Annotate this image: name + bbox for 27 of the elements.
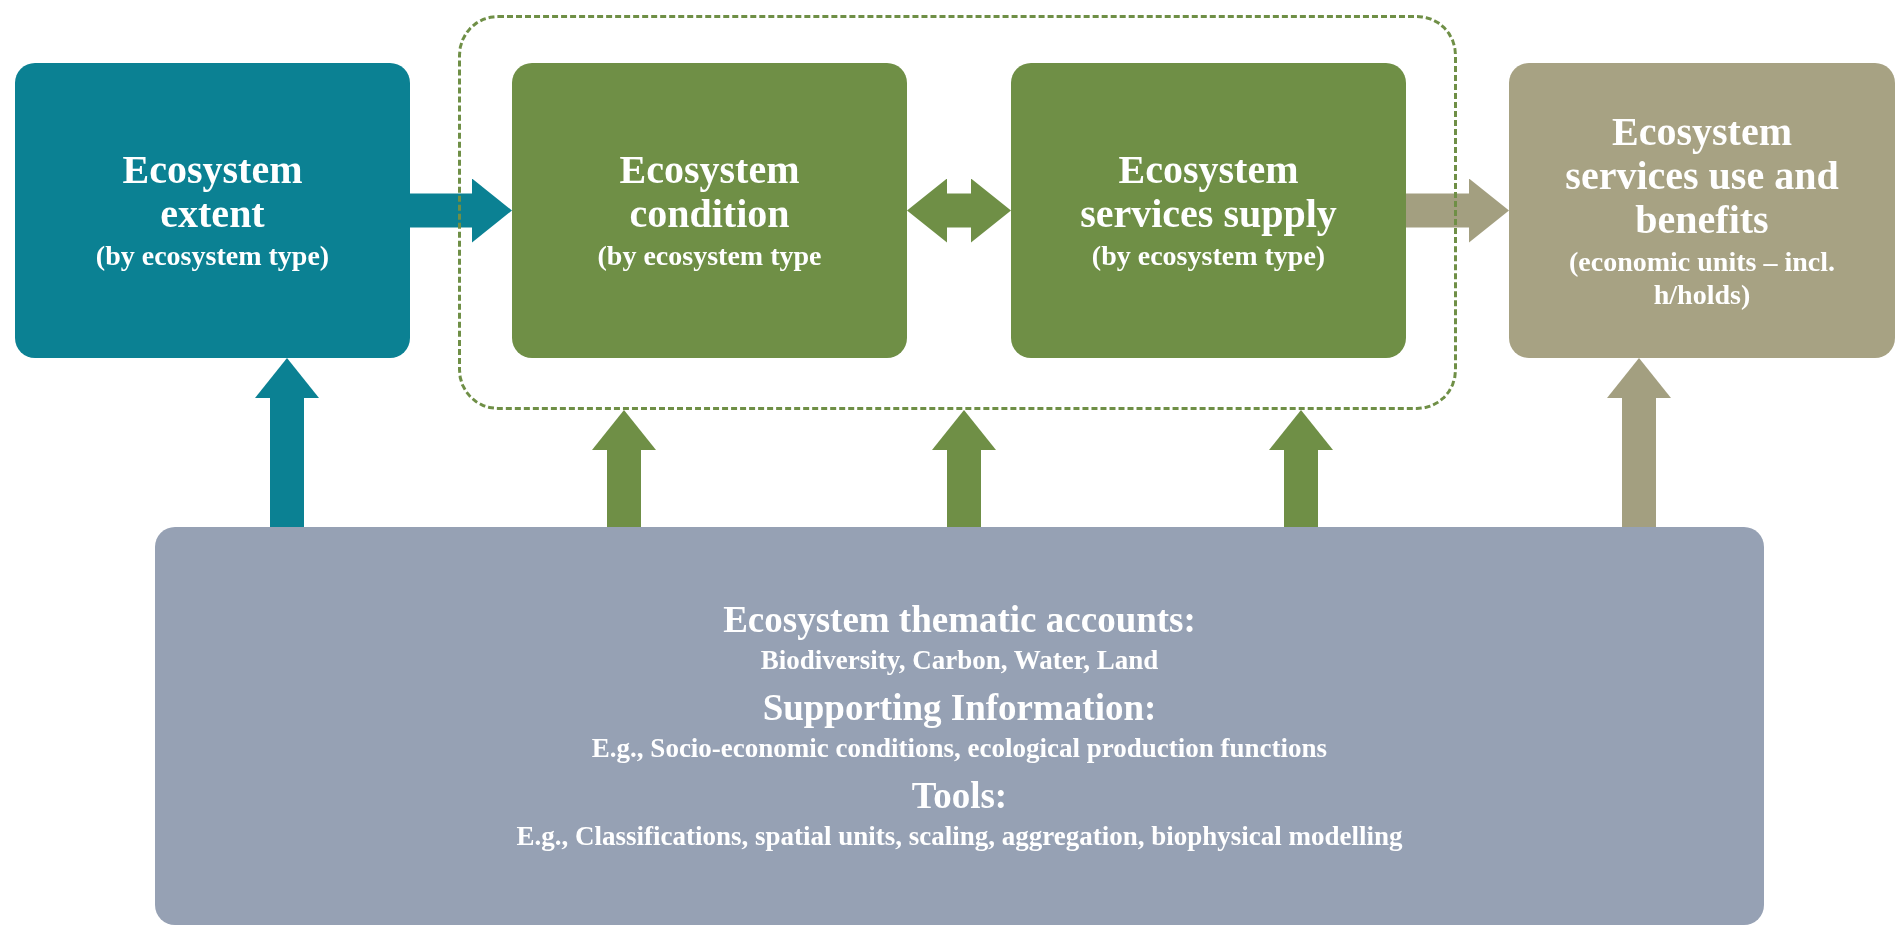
box-title: Ecosystem services supply	[1079, 148, 1338, 237]
box-subtitle: (by ecosystem type)	[1091, 240, 1326, 273]
block-arrow	[1269, 410, 1333, 527]
process-box	[1011, 63, 1406, 358]
block-arrow	[255, 358, 319, 527]
block-arrow	[592, 410, 656, 527]
box-subtitle: E.g., Socio-economic conditions, ecological production functions	[591, 732, 1328, 764]
box-title: Ecosystem condition	[618, 148, 801, 237]
process-box	[1509, 63, 1895, 358]
block-arrow	[907, 178, 1011, 243]
box-title: Ecosystem extent	[121, 148, 304, 237]
block-arrow	[1607, 358, 1671, 527]
box-title: Supporting Information:	[762, 688, 1157, 729]
info-panel	[155, 527, 1764, 925]
box-subtitle: (by ecosystem type	[597, 240, 822, 273]
box-subtitle: Biodiversity, Carbon, Water, Land	[760, 645, 1159, 677]
block-arrow	[410, 178, 512, 243]
box-subtitle: (by ecosystem type)	[95, 240, 330, 273]
block-arrow	[1406, 178, 1509, 243]
box-title: Tools:	[911, 775, 1008, 817]
box-subtitle: (economic units – incl. h/holds)	[1568, 246, 1836, 311]
box-title: Ecosystem thematic accounts:	[723, 600, 1196, 642]
block-arrow	[932, 410, 996, 527]
box-subtitle: E.g., Classifications, spatial units, scaling, aggregation, biophysical modelling	[516, 820, 1403, 852]
box-title: Ecosystem services use and benefits	[1564, 110, 1840, 243]
process-box	[512, 63, 907, 358]
process-box	[15, 63, 410, 358]
